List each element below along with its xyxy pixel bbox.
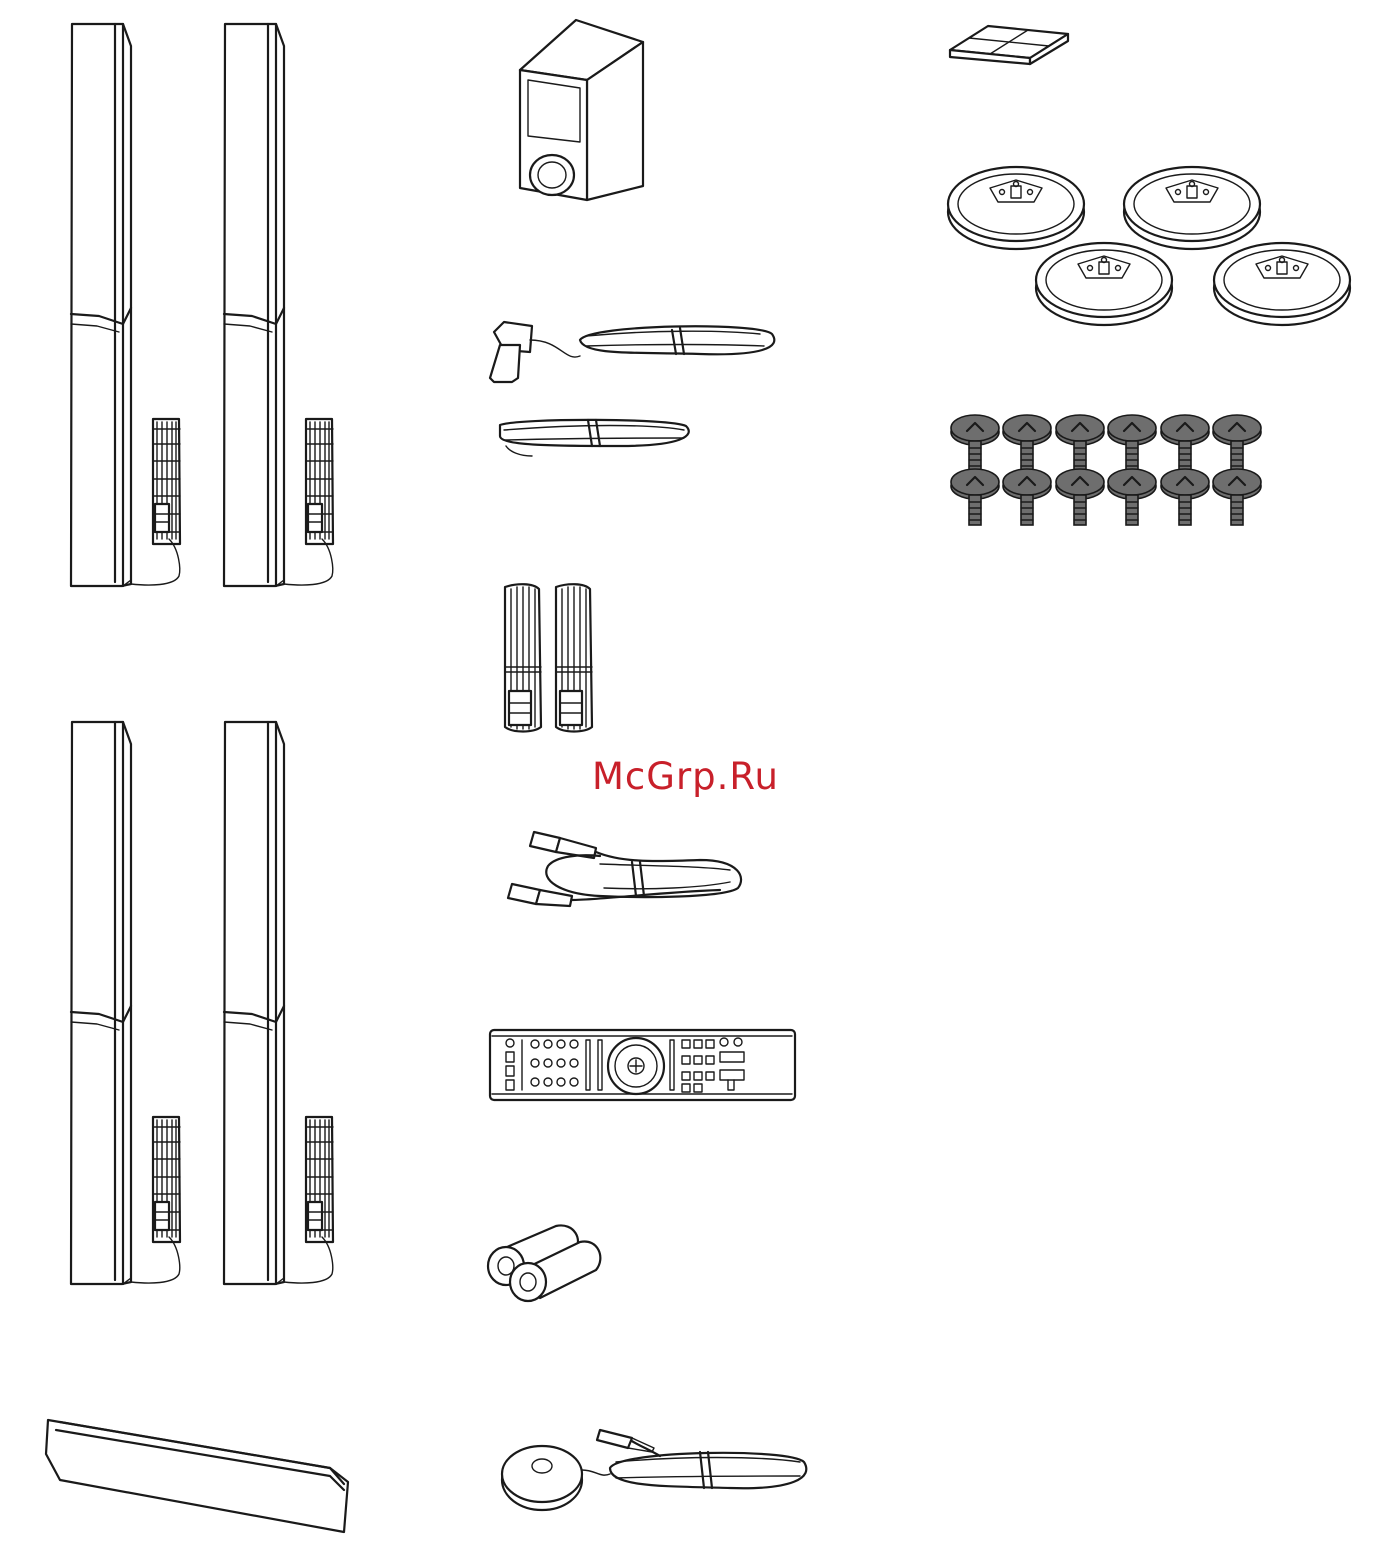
front-tall-speaker-left (71, 24, 180, 586)
surround-tall-speaker-left (71, 722, 180, 1284)
watermark-text: McGrp.Ru (592, 755, 779, 799)
speaker-cable-2 (556, 584, 592, 731)
aa-batteries (488, 1225, 600, 1301)
center-speaker (46, 1420, 348, 1532)
rca-audio-cable (508, 832, 741, 906)
speaker-cable-1 (505, 584, 541, 731)
am-antenna-wire (500, 420, 689, 456)
speaker-base-2 (1124, 167, 1260, 249)
screws (951, 415, 1261, 525)
speaker-base-1 (948, 167, 1084, 249)
subwoofer (520, 20, 643, 200)
surround-tall-speaker-right (224, 722, 333, 1284)
remote-control (490, 1030, 795, 1100)
front-tall-speaker-right (224, 24, 333, 586)
fm-antenna (490, 322, 774, 382)
speaker-base-4 (1214, 243, 1350, 325)
speaker-base-3 (1036, 243, 1172, 325)
calibration-microphone (502, 1430, 806, 1510)
foot-pad-sheet (950, 26, 1068, 64)
